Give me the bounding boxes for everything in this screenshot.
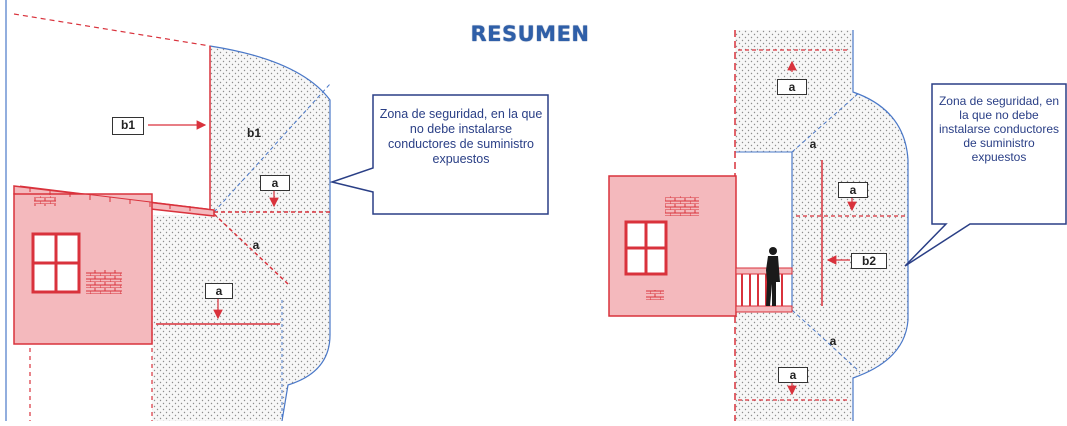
left-house bbox=[13, 185, 215, 345]
left-a-label-box-bottom: a bbox=[205, 283, 233, 299]
left-callout-bubble bbox=[329, 94, 549, 215]
left-safety-zone bbox=[152, 46, 330, 421]
left-diagonal-a-dimension bbox=[213, 213, 289, 285]
left-a-diagonal-label: a bbox=[252, 238, 260, 252]
right-diagonal-guide-top bbox=[791, 91, 861, 153]
right-a-diagonal-label-top: a bbox=[809, 137, 817, 151]
left-roof-extension-line bbox=[13, 13, 211, 47]
right-a-label-box-bottom: a bbox=[778, 367, 808, 383]
right-callout-bubble bbox=[904, 83, 1067, 267]
right-house bbox=[608, 175, 793, 317]
left-b1-label-box: b1 bbox=[112, 117, 144, 135]
right-a-diagonal-label-bottom: a bbox=[829, 334, 837, 348]
left-b1-zone-label: b1 bbox=[246, 126, 261, 140]
right-a-label-box-top: a bbox=[777, 79, 807, 95]
right-callout-text: Zona de seguridad, en la que no debe ins… bbox=[938, 94, 1060, 164]
right-a-label-box-mid: a bbox=[838, 182, 868, 198]
left-callout-text: Zona de seguridad, en la que no debe ins… bbox=[379, 107, 543, 166]
left-diagonal-guide bbox=[213, 83, 331, 213]
left-a-label-box-top: a bbox=[260, 175, 290, 191]
person-silhouette bbox=[766, 247, 780, 306]
page-title: RESUMEN bbox=[470, 22, 590, 46]
right-zone-outline bbox=[852, 30, 909, 421]
right-diagonal-guide-bottom bbox=[791, 309, 861, 373]
left-zone-outline bbox=[209, 45, 331, 422]
right-b2-label-box: b2 bbox=[851, 253, 887, 269]
